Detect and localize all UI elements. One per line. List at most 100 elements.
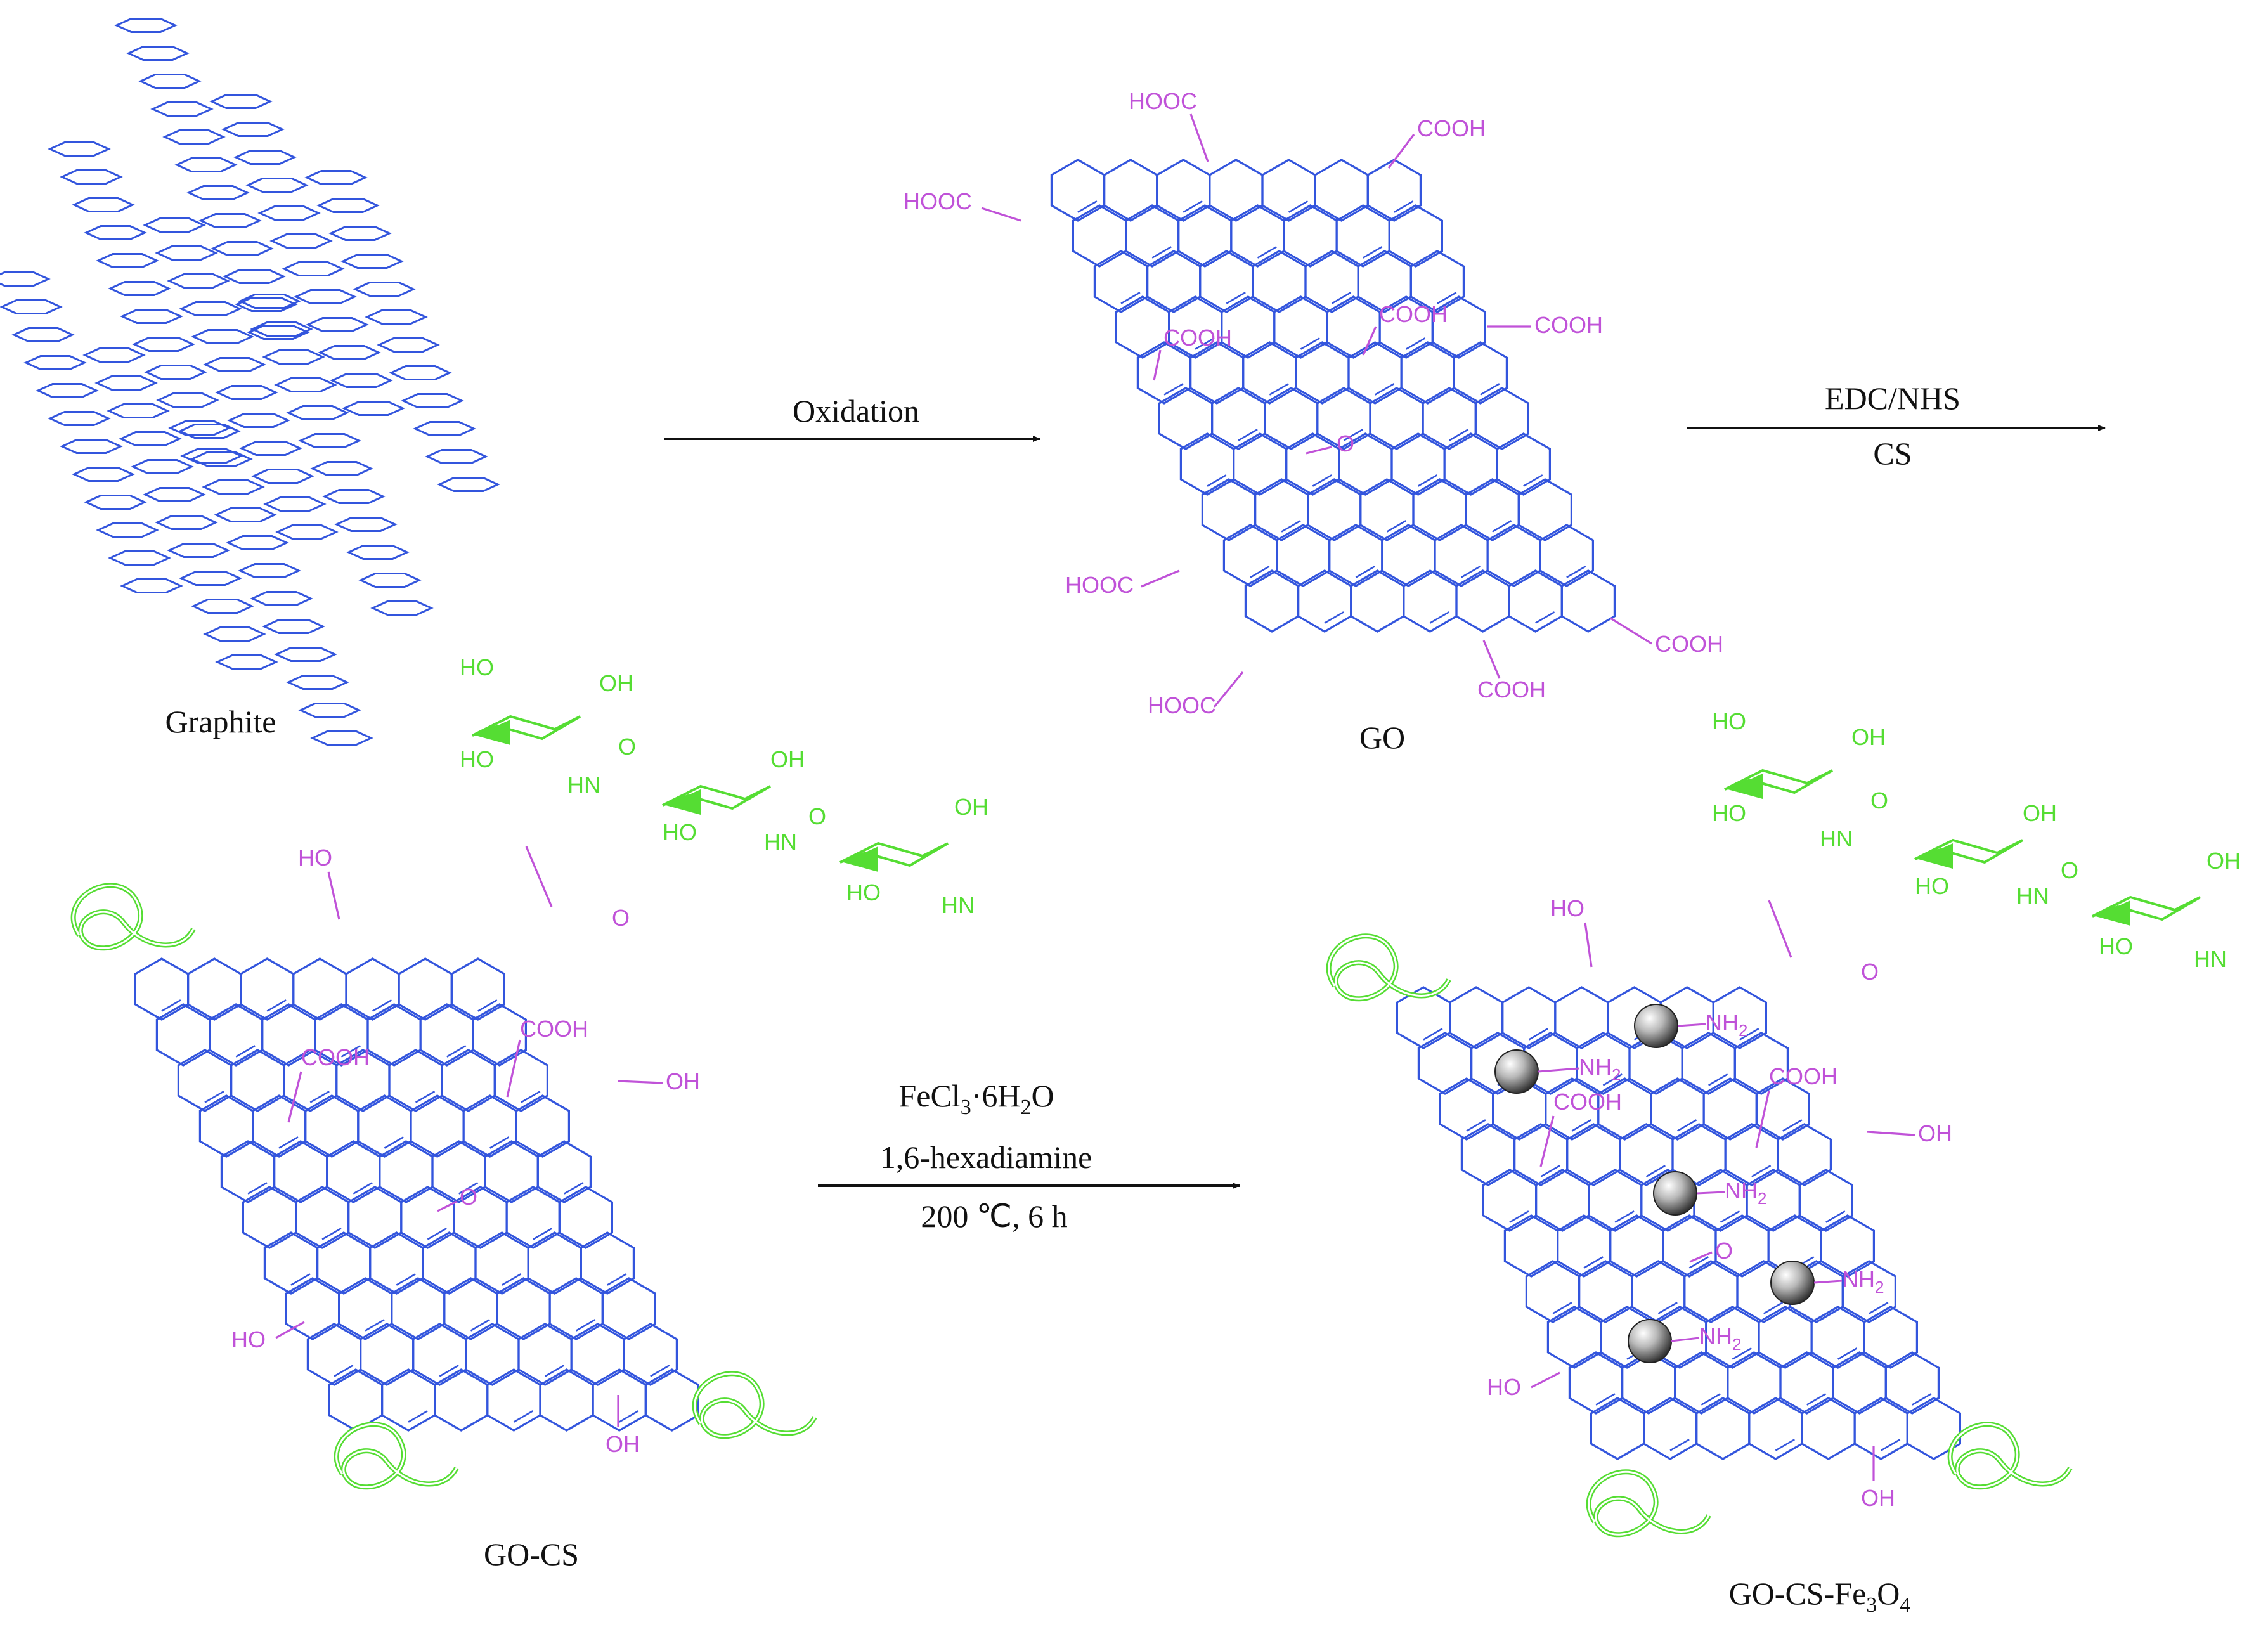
cs-hn-3: HN: [942, 892, 975, 918]
graphite-ring: [316, 198, 380, 213]
cs-ho-3: HO: [663, 819, 697, 845]
gocs-ring: [366, 1003, 422, 1067]
fe3o4-nanoparticle: [1634, 1004, 1678, 1048]
gof-ring: [1906, 1397, 1961, 1460]
go-epoxy-o: O: [1337, 431, 1354, 457]
gocs-ho-top: HO: [298, 845, 332, 871]
gocs-ring: [580, 1231, 635, 1295]
graphite-layer: [0, 271, 373, 746]
gof-ring: [1609, 1214, 1664, 1278]
gocs-coil-right: [692, 1371, 817, 1439]
gocs-ring-double-bond: [408, 1410, 428, 1423]
cs-ho-4: HO: [846, 879, 881, 905]
go-ring: [1539, 524, 1594, 587]
gocs-ring: [285, 1277, 340, 1340]
chitosan-coil-inner: [1588, 1470, 1710, 1536]
fe3o4-nanoparticle: [1494, 1049, 1539, 1094]
chitosan-coil-inner: [1949, 1423, 2071, 1488]
gocs-ring-double-bond: [439, 1365, 459, 1377]
cs-ho-1: HO: [1712, 708, 1746, 734]
graphite-ring: [437, 477, 500, 492]
go-ring: [1252, 250, 1307, 313]
gocs-ring-double-bond: [501, 1273, 522, 1286]
gocs-cooh-2: COOH: [520, 1016, 588, 1042]
graphite-ring: [162, 129, 226, 145]
gof-ring-double-bond: [1466, 1119, 1486, 1132]
go-ring-double-bond: [1195, 337, 1215, 350]
graphite-ring: [60, 169, 123, 185]
graphite-ring: [178, 424, 241, 439]
gocs-ring: [484, 1140, 539, 1203]
graphite-ring: [179, 301, 242, 316]
gocs-ring-double-bond: [576, 1319, 596, 1332]
gocs-cooh-1-bond: [287, 1071, 302, 1123]
gocs-ring-double-bond: [365, 1319, 385, 1332]
go-epoxy-o-bond: [1306, 446, 1332, 455]
graphite-ring: [23, 355, 87, 370]
go-ring: [1369, 387, 1424, 450]
gocs-epoxy-o: O: [460, 1184, 477, 1210]
go-ring: [1233, 432, 1288, 496]
nh2-label: NH2: [1842, 1266, 1884, 1297]
nh2-label: NH2: [1725, 1177, 1766, 1208]
cs-ho-4: HO: [2099, 933, 2133, 959]
go-hooc-top-bond: [1189, 113, 1209, 162]
gocs-ring-double-bond: [544, 1365, 565, 1377]
gocs-ring-double-bond: [446, 1045, 467, 1058]
gocs-ring: [316, 1231, 372, 1295]
gof-ring: [1590, 1397, 1645, 1460]
graphite-ring: [262, 619, 325, 634]
gocs-ring: [450, 957, 505, 1021]
graphite-ring: [233, 150, 297, 165]
gocs-ring-double-bond: [489, 1136, 510, 1149]
gocs-ring-double-bond: [266, 999, 287, 1012]
gof-cooh-1: COOH: [1553, 1089, 1622, 1115]
graphite-label: Graphite: [165, 704, 276, 739]
graphite-ring: [191, 599, 254, 614]
gof-ring-double-bond: [1782, 1119, 1803, 1132]
graphite-ring: [257, 205, 321, 221]
cs-label: CS: [1873, 436, 1912, 471]
cs-o-2: O: [2061, 857, 2078, 883]
gocs-ring-double-bond: [396, 1273, 416, 1286]
gof-ring-double-bond: [1912, 1393, 1932, 1406]
nh2-label: NH2: [1706, 1009, 1747, 1040]
go-ring: [1307, 478, 1362, 541]
graphite-structure: [0, 18, 500, 746]
gocs-ring: [434, 1368, 489, 1432]
graphite-ring: [155, 515, 218, 530]
gof-ring: [1733, 1032, 1789, 1095]
go-ring: [1283, 204, 1338, 268]
graphite-ring: [274, 377, 337, 392]
go-ring-double-bond: [1238, 429, 1258, 441]
graphite-ring: [334, 517, 398, 532]
go-ring-double-bond: [1151, 246, 1172, 259]
go-ring: [1115, 295, 1170, 359]
gocs-ring-double-bond: [235, 1045, 256, 1058]
go-ring-double-bond: [1324, 611, 1344, 624]
graphite-ring: [82, 347, 146, 363]
gof-ring: [1449, 986, 1504, 1049]
go-ring-double-bond: [1406, 337, 1426, 350]
go-ring-double-bond: [1386, 520, 1406, 533]
graphite-ring: [238, 563, 301, 578]
gof-ring: [1535, 1169, 1590, 1232]
chitosan-coil-inner: [1328, 935, 1450, 1000]
nh2-label: NH2: [1579, 1054, 1621, 1084]
gof-cooh-2: COOH: [1769, 1063, 1837, 1089]
gof-ring-double-bond: [1552, 1302, 1572, 1314]
gof-epoxy-o: O: [1715, 1238, 1733, 1264]
go-ring: [1072, 204, 1127, 268]
go-label: GO: [1359, 720, 1405, 755]
cs-o-1: O: [618, 734, 636, 760]
gof-epoxy-o-bond: [1689, 1251, 1713, 1263]
gof-ring: [1578, 1260, 1633, 1323]
gof-ring-double-bond: [1825, 1210, 1846, 1223]
gof-ho-top-bond: [1584, 922, 1593, 968]
graphite-ring: [223, 269, 286, 284]
graphite-layer: [114, 18, 500, 492]
graphite-ring: [144, 365, 207, 380]
chitosan-coil-inner: [335, 1423, 458, 1488]
